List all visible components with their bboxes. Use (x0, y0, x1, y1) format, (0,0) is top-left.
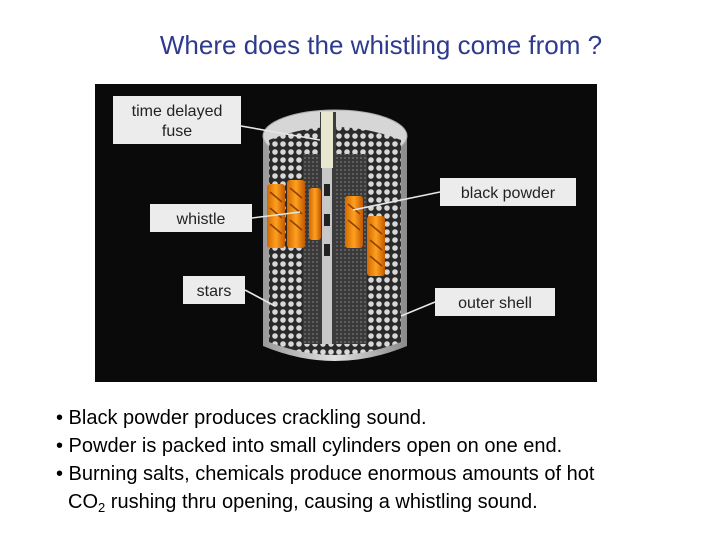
svg-text:stars: stars (197, 283, 232, 300)
label-whistle: whistle (150, 204, 252, 232)
slide-title: Where does the whistling come from ? (159, 30, 603, 60)
bullet-item: • Black powder produces crackling sound. (56, 407, 427, 429)
bullet-list: • Black powder produces crackling sound.… (56, 404, 716, 516)
label-fuse: time delayed fuse (113, 96, 241, 144)
svg-text:outer shell: outer shell (458, 295, 532, 312)
bullet-item-continuation: CO2 rushing thru opening, causing a whis… (68, 491, 538, 515)
label-stars: stars (183, 276, 245, 304)
svg-text:whistle: whistle (176, 211, 226, 228)
time-delayed-fuse (320, 112, 336, 344)
svg-text:time delayed: time delayed (132, 103, 223, 120)
label-outer-shell: outer shell (435, 288, 555, 316)
svg-text:black powder: black powder (461, 185, 556, 202)
firework-shell-diagram: time delayed fuse whistle stars black po… (95, 84, 597, 382)
label-black-powder: black powder (440, 178, 576, 206)
svg-text:fuse: fuse (162, 123, 192, 140)
bullet-item: • Powder is packed into small cylinders … (56, 435, 563, 457)
bullet-item: • Burning salts, chemicals produce enorm… (56, 463, 595, 485)
leader-lines (240, 125, 441, 317)
